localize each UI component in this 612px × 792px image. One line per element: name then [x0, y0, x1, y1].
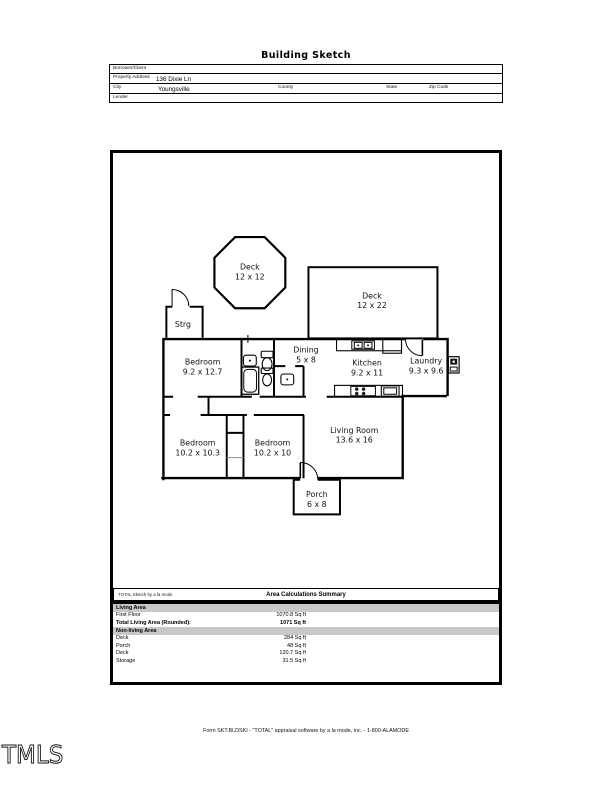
- water-heater-closet: [447, 356, 460, 374]
- stove-burner: [354, 387, 359, 391]
- bathroom-sink-icon: [242, 354, 257, 367]
- room-dims-laundry: 9.3 x 9.6: [409, 366, 444, 375]
- sketch-border-box: Deck 12 x 12 Deck 12 x 22 Strg Bedroom 9…: [110, 150, 502, 685]
- row-value: 48 Sq ft: [287, 642, 306, 649]
- toilet2-bowl-icon: [262, 373, 273, 387]
- kitchen-sink-left: [353, 341, 363, 349]
- kitchen-sink-right: [363, 341, 373, 349]
- bathroom2-sink-icon: [280, 373, 295, 386]
- property-address-row: Property Address 136 Dixie Ln: [110, 74, 502, 84]
- room-label-bedroom2: Bedroom: [180, 439, 216, 448]
- kitchen-appliance-inner: [383, 387, 398, 395]
- city-value: Youngsville: [158, 86, 190, 93]
- room-dims-living-room: 13.6 x 16: [336, 436, 373, 445]
- room-label-bedroom3: Bedroom: [255, 439, 291, 448]
- room-dims-bedroom1: 9.2 x 12.7: [183, 367, 223, 376]
- form-footer-text: Form SKT.BLDSKI - "TOTAL" appraisal soft…: [203, 728, 409, 734]
- table-row: Deck 120.7 Sq ft: [113, 650, 499, 658]
- room-label-dining: Dining: [293, 346, 318, 355]
- row-label: Total Living Area (Rounded):: [116, 619, 191, 626]
- table-row: Storage 31.5 Sq ft: [113, 658, 499, 666]
- table-row: Porch 48 Sq ft: [113, 643, 499, 651]
- sink-drain-right: [367, 344, 369, 347]
- sink-drain-left: [357, 344, 360, 347]
- bathroom2-sink-drain: [286, 378, 289, 381]
- storage-outline: [165, 305, 204, 338]
- bathroom-sink-drain: [248, 359, 251, 362]
- kitchen-cabinet-top-right: [382, 338, 403, 354]
- lender-label: Lender: [113, 95, 128, 100]
- summary-divider-bar: [113, 600, 499, 604]
- row-value: 284 Sq ft: [283, 635, 306, 641]
- room-label-storage: Strg: [175, 320, 191, 329]
- city-label: City: [113, 85, 122, 90]
- room-dims-porch: 6 x 8: [307, 500, 327, 509]
- row-label: First Floor: [116, 612, 141, 618]
- bathtub-icon: [240, 366, 260, 395]
- nonliving-area-section-header: Non-living Area: [113, 627, 499, 635]
- washer-icon-dot: [452, 360, 455, 363]
- area-calculations-summary: TOTAL Sketch by a la mode Area Calculati…: [113, 588, 499, 665]
- county-label: County: [278, 85, 294, 90]
- row-label: Deck: [116, 650, 129, 656]
- room-dims-deck-rect: 12 x 22: [357, 301, 387, 310]
- living-area-section-header: Living Area: [113, 604, 499, 612]
- room-label-laundry: Laundry: [410, 357, 442, 366]
- property-address-label: Property Address: [113, 75, 150, 80]
- row-value: 31.5 Sq ft: [282, 657, 306, 664]
- borrower-label: Borrower/Client: [113, 66, 147, 71]
- stove-burner: [354, 391, 359, 396]
- room-dims-kitchen: 9.2 x 11: [351, 368, 383, 377]
- row-value: 1070.8 Sq ft: [276, 612, 306, 618]
- floor-plan: Deck 12 x 12 Deck 12 x 22 Strg Bedroom 9…: [161, 235, 460, 516]
- room-label-deck-rect: Deck: [362, 291, 382, 300]
- row-label: Deck: [116, 635, 129, 641]
- property-address-value: 136 Dixie Ln: [156, 76, 192, 83]
- summary-header-row: TOTAL Sketch by a la mode Area Calculati…: [113, 588, 499, 600]
- tmls-watermark: TMLS: [2, 740, 64, 770]
- room-label-bedroom1: Bedroom: [185, 358, 221, 367]
- dryer-icon: [449, 366, 458, 372]
- storage-door-arc: [171, 288, 190, 307]
- room-dims-bedroom3: 10.2 x 10: [254, 449, 291, 458]
- state-label: State: [386, 85, 398, 90]
- kitchen-counter-bottom: [334, 384, 404, 398]
- row-value: 1071 Sq ft: [280, 619, 306, 626]
- table-row: First Floor 1070.8 Sq ft: [113, 612, 499, 620]
- room-dims-dining: 5 x 8: [296, 356, 316, 365]
- city-county-state-zip-row: City Youngsville County State Zip Code: [110, 84, 502, 94]
- stove-icon: [350, 385, 376, 397]
- room-label-deck-octagon: Deck: [240, 263, 260, 272]
- summary-title: Area Calculations Summary: [266, 592, 346, 598]
- house-exterior-wall: [161, 337, 449, 481]
- toilet-bowl-icon: [261, 357, 273, 372]
- laundry-door-arc: [404, 339, 423, 357]
- stove-burner: [361, 387, 366, 391]
- row-label: Porch: [116, 642, 131, 649]
- property-info-table: Borrower/Client Property Address 136 Dix…: [109, 64, 503, 103]
- table-row: Deck 284 Sq ft: [113, 635, 499, 643]
- borrower-row: Borrower/Client: [110, 65, 502, 74]
- room-label-living-room: Living Room: [330, 426, 378, 435]
- bathtub-inner: [243, 368, 258, 393]
- page-title: Building Sketch: [261, 50, 351, 61]
- room-dims-deck-octagon: 12 x 12: [235, 273, 265, 282]
- summary-software-note: TOTAL Sketch by a la mode: [118, 592, 173, 597]
- toilet-tank-icon: [260, 350, 274, 359]
- room-dims-bedroom2: 10.2 x 10.3: [175, 449, 220, 458]
- deck-octagon-outline: [213, 235, 287, 310]
- kitchen-sink-unit: [351, 340, 375, 350]
- porch-outline: [292, 478, 341, 516]
- row-label: Storage: [116, 657, 136, 664]
- room-label-kitchen: Kitchen: [352, 359, 382, 368]
- row-value: 120.7 Sq ft: [279, 650, 306, 656]
- kitchen-appliance-bottom-right: [380, 385, 400, 397]
- table-row-total: Total Living Area (Rounded): 1071 Sq ft: [113, 620, 499, 628]
- lender-row: Lender: [110, 94, 502, 102]
- stove-burner: [361, 391, 366, 396]
- room-label-porch: Porch: [306, 490, 328, 499]
- zip-label: Zip Code: [429, 85, 449, 90]
